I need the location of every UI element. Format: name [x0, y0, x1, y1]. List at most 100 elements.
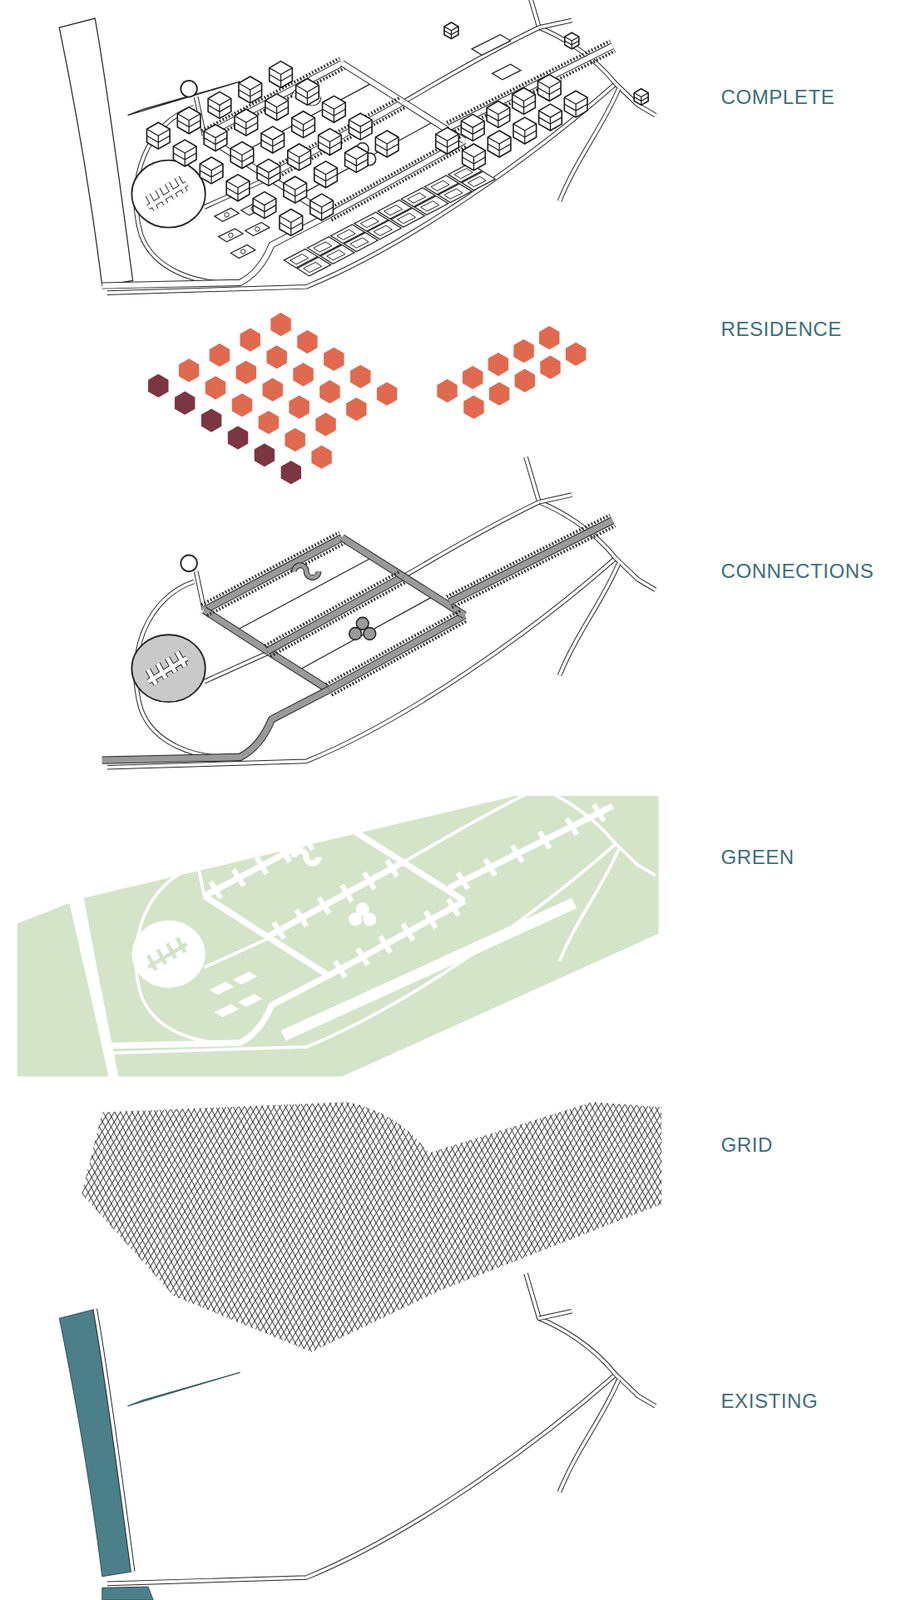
residence-block: [266, 345, 287, 369]
road: [148, 652, 188, 685]
building: [203, 124, 228, 152]
building-edges: [226, 181, 250, 202]
path-cutout: [107, 844, 616, 1055]
building-edges: [234, 115, 258, 136]
road-edge: [341, 538, 404, 578]
building-edges: [199, 163, 223, 184]
road: [204, 538, 343, 611]
low-rise-unit: [414, 196, 448, 216]
plaza-cutout: [180, 841, 198, 858]
water-body: [102, 1587, 154, 1600]
road-edge: [615, 1375, 656, 1407]
road: [525, 1273, 616, 1375]
water-body: [59, 1309, 133, 1577]
small-unit: [245, 222, 270, 236]
building: [226, 174, 250, 202]
building-edges: [539, 110, 563, 131]
residence-block: [376, 382, 397, 407]
building-edges: [322, 102, 347, 123]
building-edges: [348, 119, 372, 140]
building: [257, 158, 281, 186]
road: [559, 563, 619, 676]
building-edges: [257, 165, 281, 186]
building-edges: [261, 133, 285, 154]
grid-layer: [81, 1102, 662, 1353]
road-edge: [525, 0, 616, 85]
building: [310, 193, 334, 221]
cul-de-sac: [180, 555, 198, 573]
green-cutouts: [102, 742, 656, 1054]
building: [269, 61, 293, 89]
road: [148, 177, 188, 210]
road: [267, 651, 330, 691]
building: [283, 176, 307, 204]
road: [615, 84, 656, 116]
building-edges: [177, 113, 201, 134]
residence-block: [292, 362, 313, 387]
building-cutout: [267, 860, 404, 939]
parking-stalls: [451, 525, 615, 608]
residence-block: [514, 369, 535, 393]
residence-block: [350, 365, 371, 389]
residence-block: [565, 342, 586, 367]
building-edges: [487, 137, 511, 158]
small-unit-mark: [240, 249, 245, 254]
road-edge: [148, 652, 188, 685]
residence-layer: [148, 312, 586, 485]
building-edges: [564, 36, 580, 50]
low-rise-unit: [297, 257, 331, 277]
path-cutout: [130, 802, 203, 825]
building: [537, 74, 561, 102]
pavilion-cutout: [356, 902, 370, 917]
plaza: [131, 160, 205, 228]
residence-block: [227, 425, 248, 450]
path-cutout: [204, 939, 268, 968]
low-rise-detail: [303, 262, 322, 273]
road-edge: [293, 565, 318, 579]
road-edge: [615, 558, 656, 590]
building: [564, 32, 580, 50]
building: [444, 22, 459, 40]
residence-block: [281, 460, 302, 485]
complete-layer: [59, 0, 656, 293]
road: [328, 615, 465, 691]
building: [287, 143, 312, 171]
building: [539, 103, 563, 131]
parking-stalls: [331, 620, 468, 696]
building-edges: [486, 107, 511, 128]
road: [615, 1375, 656, 1407]
building-edges: [314, 168, 338, 189]
building: [279, 209, 303, 237]
path-cutout: [615, 844, 656, 877]
parking-stalls: [201, 58, 340, 131]
residence-block: [513, 339, 534, 363]
residence-block: [288, 395, 309, 419]
road: [449, 520, 613, 603]
path-cutout: [539, 781, 572, 789]
building: [435, 127, 460, 154]
building: [234, 108, 258, 136]
parking-stalls: [264, 571, 401, 647]
residence-block: [323, 347, 344, 372]
low-rise-detail: [313, 242, 332, 253]
building-edges: [512, 94, 536, 115]
building: [314, 161, 338, 189]
layer-label: RESIDENCE: [720, 316, 842, 342]
plaza-cutout: [131, 921, 205, 989]
building-edges: [283, 183, 307, 204]
green-cutouts-shift: [102, 742, 656, 1054]
residence-block: [178, 358, 199, 382]
low-rise-detail: [350, 237, 369, 248]
small-unit-mark: [224, 212, 229, 218]
low-rise-detail: [444, 188, 463, 199]
road: [539, 1312, 572, 1320]
road-edge: [204, 610, 268, 652]
parking-stalls: [207, 543, 346, 616]
building: [318, 128, 342, 156]
road-cutout: [341, 823, 404, 863]
road: [107, 84, 616, 294]
road-cutout: [267, 936, 330, 976]
building-edges: [462, 150, 486, 171]
